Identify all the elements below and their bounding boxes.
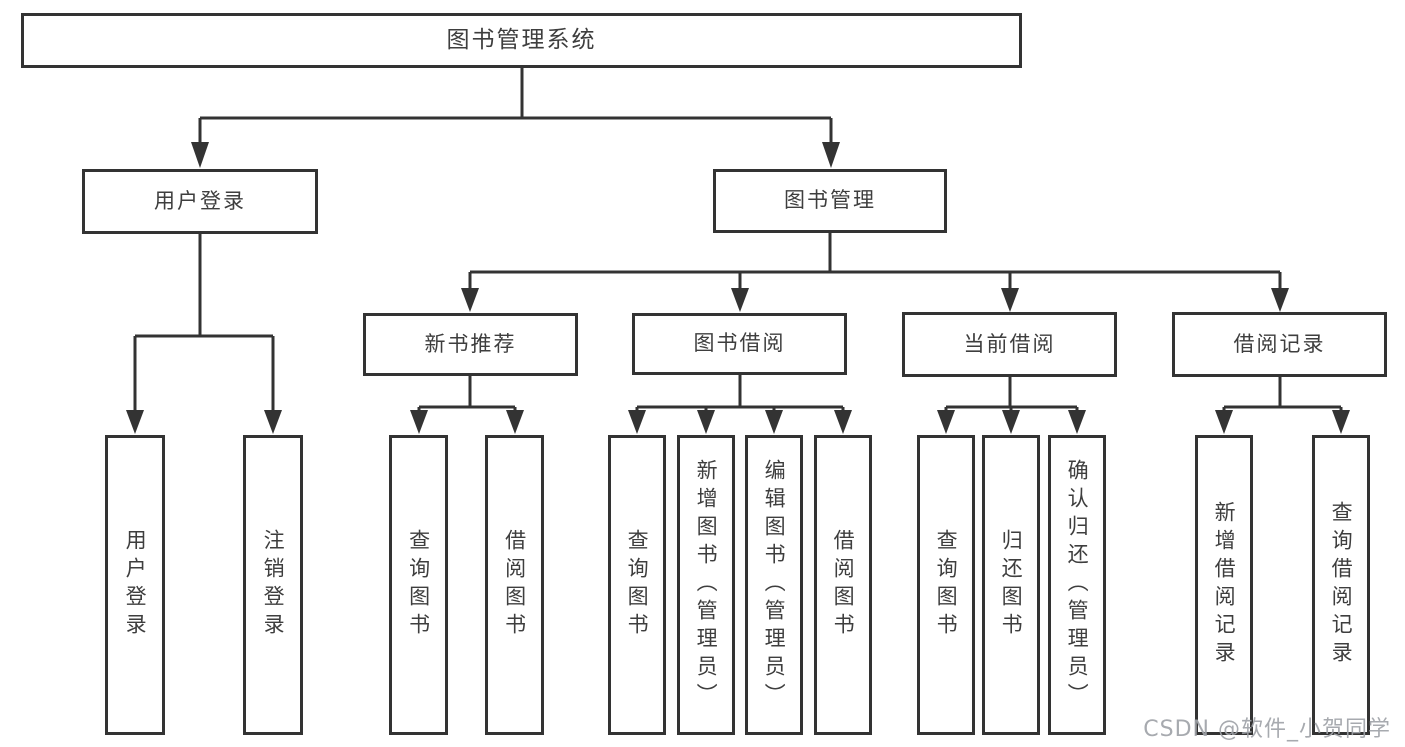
node-label: 借阅图书 <box>831 529 856 641</box>
node-label: 新增借阅记录 <box>1212 501 1237 669</box>
csdn-watermark: CSDN @软件_小贺同学 <box>1143 717 1391 742</box>
arrowheads <box>126 142 1350 434</box>
node-label: 借阅图书 <box>502 529 527 641</box>
node-label: 当前借阅 <box>963 331 1056 356</box>
node-label: 注销登录 <box>261 529 286 641</box>
node-book-borrowing: 图书借阅 <box>632 313 847 375</box>
node-label: 新书推荐 <box>424 331 517 356</box>
node-new-book-recommend: 新书推荐 <box>363 313 578 376</box>
node-label: 编辑图书（管理员） <box>762 459 787 711</box>
node-leaf-logout: 注销登录 <box>243 435 303 735</box>
node-label: 图书借阅 <box>693 331 786 356</box>
node-label: 用户登录 <box>154 188 246 213</box>
node-leaf-current-query-books: 查询图书 <box>917 435 975 735</box>
node-label: 借阅记录 <box>1233 331 1326 356</box>
node-leaf-recommend-borrow-books: 借阅图书 <box>485 435 544 735</box>
node-label: 图书管理系统 <box>446 26 597 53</box>
node-leaf-borrow-add-books-admin: 新增图书（管理员） <box>677 435 735 735</box>
node-current-borrowing: 当前借阅 <box>902 312 1117 377</box>
node-label: 查询图书 <box>625 529 650 641</box>
node-leaf-borrow-borrow-books: 借阅图书 <box>814 435 872 735</box>
connector-stroke-paths <box>133 68 1343 412</box>
node-leaf-current-confirm-return-admin: 确认归还（管理员） <box>1048 435 1106 735</box>
node-root-library-system: 图书管理系统 <box>21 13 1022 68</box>
node-label: 查询图书 <box>406 529 431 641</box>
node-leaf-current-return-books: 归还图书 <box>982 435 1040 735</box>
node-label: 新增图书（管理员） <box>694 459 719 711</box>
node-label: 查询图书 <box>934 529 959 641</box>
node-label: 确认归还（管理员） <box>1065 459 1090 711</box>
node-leaf-borrow-edit-books-admin: 编辑图书（管理员） <box>745 435 803 735</box>
node-leaf-recommend-query-books: 查询图书 <box>389 435 448 735</box>
node-user-login: 用户登录 <box>82 169 318 234</box>
node-leaf-user-login: 用户登录 <box>105 435 165 735</box>
node-label: 查询借阅记录 <box>1329 501 1354 669</box>
node-label: 用户登录 <box>123 529 148 641</box>
node-book-management: 图书管理 <box>713 169 947 233</box>
node-leaf-borrow-query-books: 查询图书 <box>608 435 666 735</box>
node-borrowing-records: 借阅记录 <box>1172 312 1387 377</box>
node-label: 归还图书 <box>999 529 1024 641</box>
node-label: 图书管理 <box>784 188 876 213</box>
node-leaf-records-add-record: 新增借阅记录 <box>1195 435 1253 735</box>
node-leaf-records-query-record: 查询借阅记录 <box>1312 435 1370 735</box>
